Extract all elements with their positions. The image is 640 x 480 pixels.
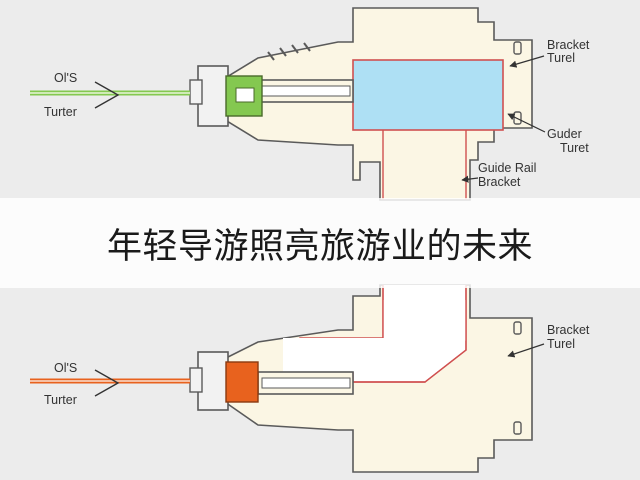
bracket-top-label-1: Bracket <box>547 38 590 52</box>
bottom-mount-slot-2 <box>513 421 522 435</box>
top-ofs-arrow <box>94 81 120 109</box>
top-mount-slot <box>513 41 522 55</box>
bracket-bottom-arrow <box>507 343 545 358</box>
ofs-top-label: Ol'S <box>54 71 77 85</box>
bottom-mount-slot <box>513 321 522 335</box>
bottom-shaft-inner <box>261 377 351 389</box>
turter-top-label: Turter <box>44 105 77 119</box>
guder-label-1: Guder <box>547 127 582 141</box>
top-assembly <box>30 7 546 201</box>
bottom-assembly <box>30 284 545 473</box>
top-connector-nut <box>189 79 203 105</box>
top-connector-housing <box>197 65 229 127</box>
turter-bottom-label: Turter <box>44 393 77 407</box>
top-guide-turret <box>352 59 504 131</box>
guide-rail-label-1: Guide Rail <box>478 161 536 175</box>
guder-arrow <box>507 113 546 133</box>
bracket-bottom-label-2: Turel <box>547 337 575 351</box>
caption-band: 年轻导游照亮旅游业的未来 <box>0 198 640 288</box>
top-green-inner <box>235 87 255 103</box>
top-shaft-inner <box>261 85 351 97</box>
bottom-rail-channel <box>283 300 466 372</box>
guder-label-2: Turet <box>560 141 589 155</box>
guide-rail-label-2: Bracket <box>478 175 521 189</box>
ofs-bottom-label: Ol'S <box>54 361 77 375</box>
caption-text: 年轻导游照亮旅游业的未来 <box>106 226 533 267</box>
bottom-connector-nut <box>189 367 203 393</box>
bottom-rail-edge <box>353 288 467 383</box>
bottom-orange-block <box>225 361 259 403</box>
bracket-top-label-2: Turel <box>547 51 575 65</box>
top-rail-outline <box>382 130 467 200</box>
top-ridges <box>267 42 311 61</box>
bracket-bottom-label-1: Bracket <box>547 323 590 337</box>
bracket-top-arrow <box>509 55 545 68</box>
bottom-ofs-arrow <box>94 369 120 397</box>
guide-rail-arrow <box>461 175 479 183</box>
